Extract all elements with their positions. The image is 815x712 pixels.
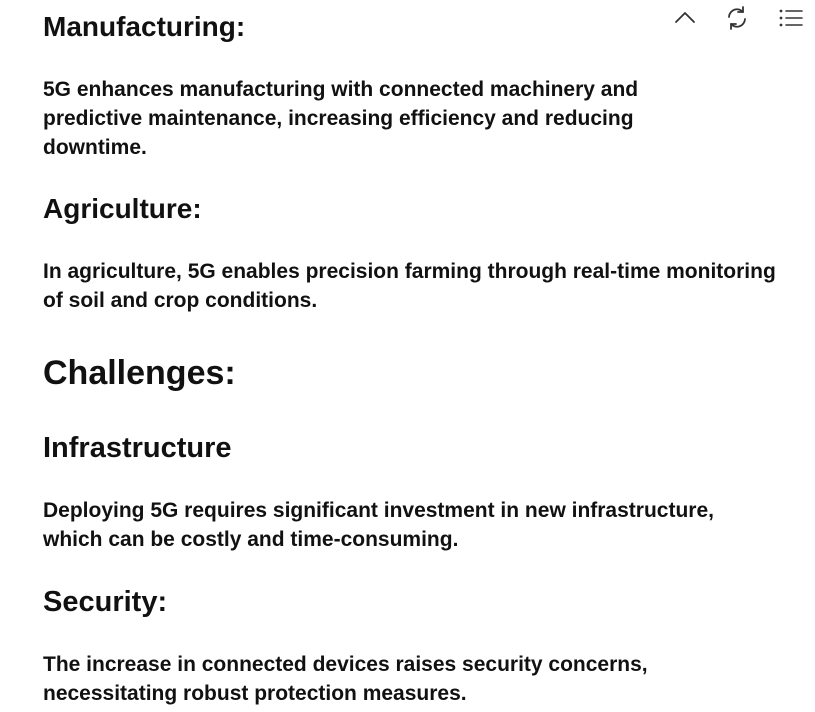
manufacturing-heading: Manufacturing: <box>43 11 246 42</box>
document-toolbar <box>675 4 815 34</box>
agriculture-paragraph: In agriculture, 5G enables precision far… <box>43 260 776 312</box>
refresh-button[interactable] <box>723 4 751 32</box>
refresh-icon <box>728 6 746 30</box>
manufacturing-paragraph: 5G enhances manufacturing with connected… <box>43 78 639 159</box>
list-icon <box>779 9 803 27</box>
security-heading: Security: <box>43 586 168 618</box>
agriculture-heading: Agriculture: <box>43 193 202 224</box>
challenges-heading: Challenges: <box>43 354 236 392</box>
infrastructure-paragraph: Deploying 5G requires significant invest… <box>43 499 714 551</box>
collapse-button[interactable] <box>671 4 699 32</box>
infrastructure-heading: Infrastructure <box>43 432 232 464</box>
chevron-up-icon <box>675 12 695 23</box>
outline-button[interactable] <box>777 4 805 32</box>
security-paragraph: The increase in connected devices raises… <box>43 653 648 705</box>
